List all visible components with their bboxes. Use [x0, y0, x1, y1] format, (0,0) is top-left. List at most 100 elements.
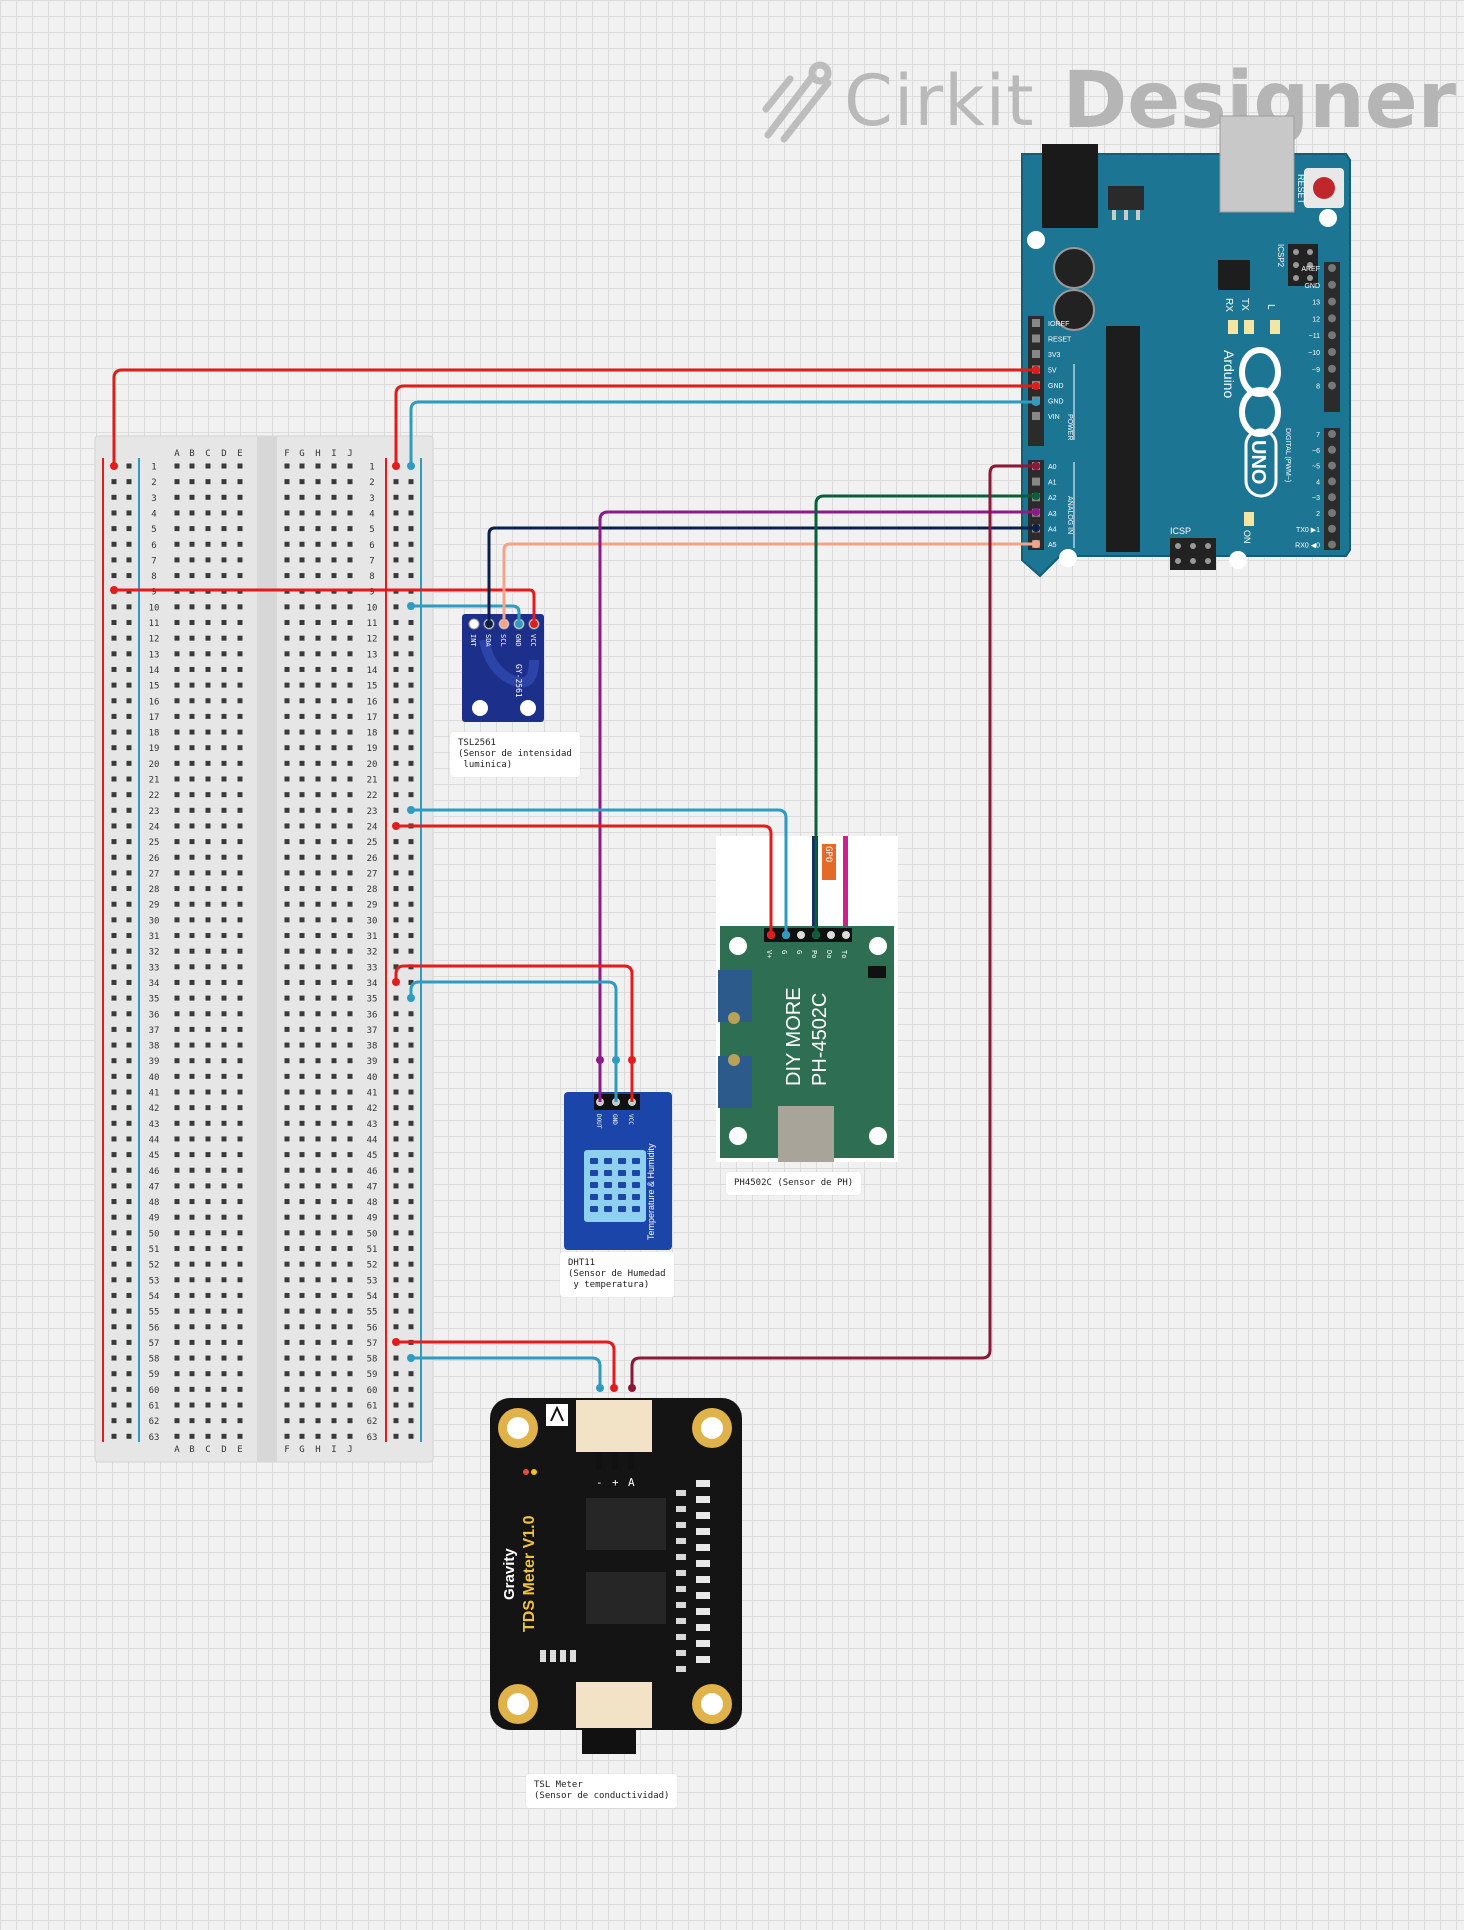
dht-grille-slot: [590, 1182, 598, 1188]
icsp-pins: [1175, 543, 1211, 564]
arduino-logo-text: Arduino: [1221, 350, 1237, 398]
digital-header-label: DIGITAL (PWM~): [1284, 428, 1291, 482]
col-label-g-top: G: [299, 449, 304, 459]
tds-pin-minus: -: [596, 1476, 603, 1489]
tds-meter-module[interactable]: - + A Gravity TDS Meter V1.0: [490, 1398, 742, 1754]
dht-grille-slot: [632, 1194, 640, 1200]
wire-endpoint-dot: [1032, 508, 1040, 516]
row-number-right: 44: [367, 1135, 378, 1145]
digital-pin: [1328, 493, 1336, 502]
ph-pin-g2: G: [795, 950, 803, 954]
row-number-right: 13: [367, 650, 378, 660]
wire-endpoint-dot: [1032, 540, 1040, 548]
dht-sensor-grille: [590, 1158, 640, 1212]
row-number-right: 15: [367, 682, 378, 692]
tds-brand: Gravity: [501, 1548, 518, 1600]
ph-probe-cable-2: [843, 836, 848, 932]
power-pin-label: 3V3: [1048, 352, 1061, 359]
row-number-right: 39: [367, 1057, 378, 1067]
tsl-pin-int: INT: [469, 634, 477, 647]
tds-probe-connector: [576, 1682, 652, 1728]
row-number-left: 52: [149, 1261, 160, 1271]
reset-button-cap[interactable]: [1313, 177, 1335, 199]
row-number-left: 2: [151, 478, 156, 488]
tds-smd-part: [696, 1544, 710, 1551]
row-number-right: 50: [367, 1229, 378, 1239]
tds-smd-part: [696, 1592, 710, 1599]
ph-pin-po: Po: [810, 950, 818, 958]
tsl2561-module[interactable]: INT SDA SCL GND VCC GY-2561: [462, 614, 544, 722]
tds-smd-part: [696, 1528, 710, 1535]
row-number-left: 7: [151, 556, 156, 566]
row-number-right: 58: [367, 1355, 378, 1365]
wire-tsl-scl: [502, 542, 1036, 624]
dht11-module[interactable]: DOUT GND VCC Temperature & Humidity: [564, 1092, 672, 1250]
tds-smd-part: [676, 1602, 686, 1608]
cirkit-logo-icon: [762, 61, 832, 143]
column-header-bottom: A B C D E F G H I J: [174, 1445, 352, 1455]
col-label-b-top: B: [189, 449, 194, 459]
row-number-right: 62: [367, 1417, 378, 1427]
icsp2-pin: [1293, 249, 1299, 255]
power-pin: [1032, 319, 1040, 327]
row-number-right: 61: [367, 1402, 378, 1412]
wire-endpoint-dot: [392, 1338, 400, 1346]
row-number-right: 47: [367, 1182, 378, 1192]
wire-endpoint-dot: [407, 994, 415, 1002]
row-number-left: 45: [149, 1151, 160, 1161]
ph-module[interactable]: GPO V+ G G Po Do To DIY MORE PH-4502C: [716, 836, 898, 1162]
arduino-uno-board[interactable]: RESET ICSP2 RX TX L Arduino UNO ON ICSP …: [1021, 115, 1351, 578]
uno-badge: [1244, 428, 1278, 498]
digital-pin-label: 2: [1316, 511, 1320, 518]
capacitor-2: [1053, 289, 1095, 331]
wire-endpoint-dot: [485, 620, 493, 628]
ph-mount-hole-3: [729, 1127, 747, 1145]
row-number-left: 3: [151, 494, 156, 504]
wire-endpoint-dot: [500, 620, 508, 628]
row-number-right: 59: [367, 1370, 378, 1380]
tds-smd-part: [696, 1608, 710, 1615]
tsl-pin-vcc: VCC: [529, 634, 537, 647]
tds-pin-a: A: [628, 1476, 635, 1489]
ph-pin-to: To: [840, 950, 848, 958]
icsp2-pin: [1307, 249, 1313, 255]
row-number-right: 55: [367, 1308, 378, 1318]
row-number-left: 31: [149, 932, 160, 942]
row-number-right: 46: [367, 1167, 378, 1177]
wire-endpoint-dot: [1032, 462, 1040, 470]
tsl-mount-hole-1: [472, 700, 488, 716]
wires[interactable]: [112, 368, 1036, 1388]
row-number-left: 10: [149, 603, 160, 613]
ph-pin-do: Do: [825, 950, 833, 958]
row-number-right: 12: [367, 635, 378, 645]
dht-grille-slot: [604, 1182, 612, 1188]
row-number-left: 57: [149, 1339, 160, 1349]
row-number-left: 59: [149, 1370, 160, 1380]
ph-mount-hole-4: [869, 1127, 887, 1145]
wire-endpoint-dot: [407, 462, 415, 470]
row-number-left: 61: [149, 1402, 160, 1412]
digital-pin-label: ~6: [1312, 448, 1320, 455]
row-number-left: 15: [149, 682, 160, 692]
row-number-right: 25: [367, 838, 378, 848]
power-pin: [1032, 350, 1040, 358]
row-number-left: 35: [149, 995, 160, 1005]
wire-endpoint-dot: [596, 1056, 604, 1064]
row-number-left: 46: [149, 1167, 160, 1177]
row-number-right: 54: [367, 1292, 378, 1302]
row-number-left: 26: [149, 854, 160, 864]
row-number-left: 20: [149, 760, 160, 770]
icsp-pin: [1190, 543, 1196, 549]
wire-endpoint-dot: [110, 586, 118, 594]
wire-3v3: [112, 368, 1036, 466]
row-number-right: 21: [367, 776, 378, 786]
digital-pin-label: TX0 ▶1: [1296, 527, 1320, 534]
tds-smd-part: [676, 1570, 686, 1576]
digital-pin-label: 13: [1312, 300, 1320, 307]
row-number-left: 13: [149, 650, 160, 660]
row-number-right: 1: [369, 463, 374, 473]
tds-smd-part: [696, 1496, 710, 1503]
icsp-pin: [1190, 558, 1196, 564]
